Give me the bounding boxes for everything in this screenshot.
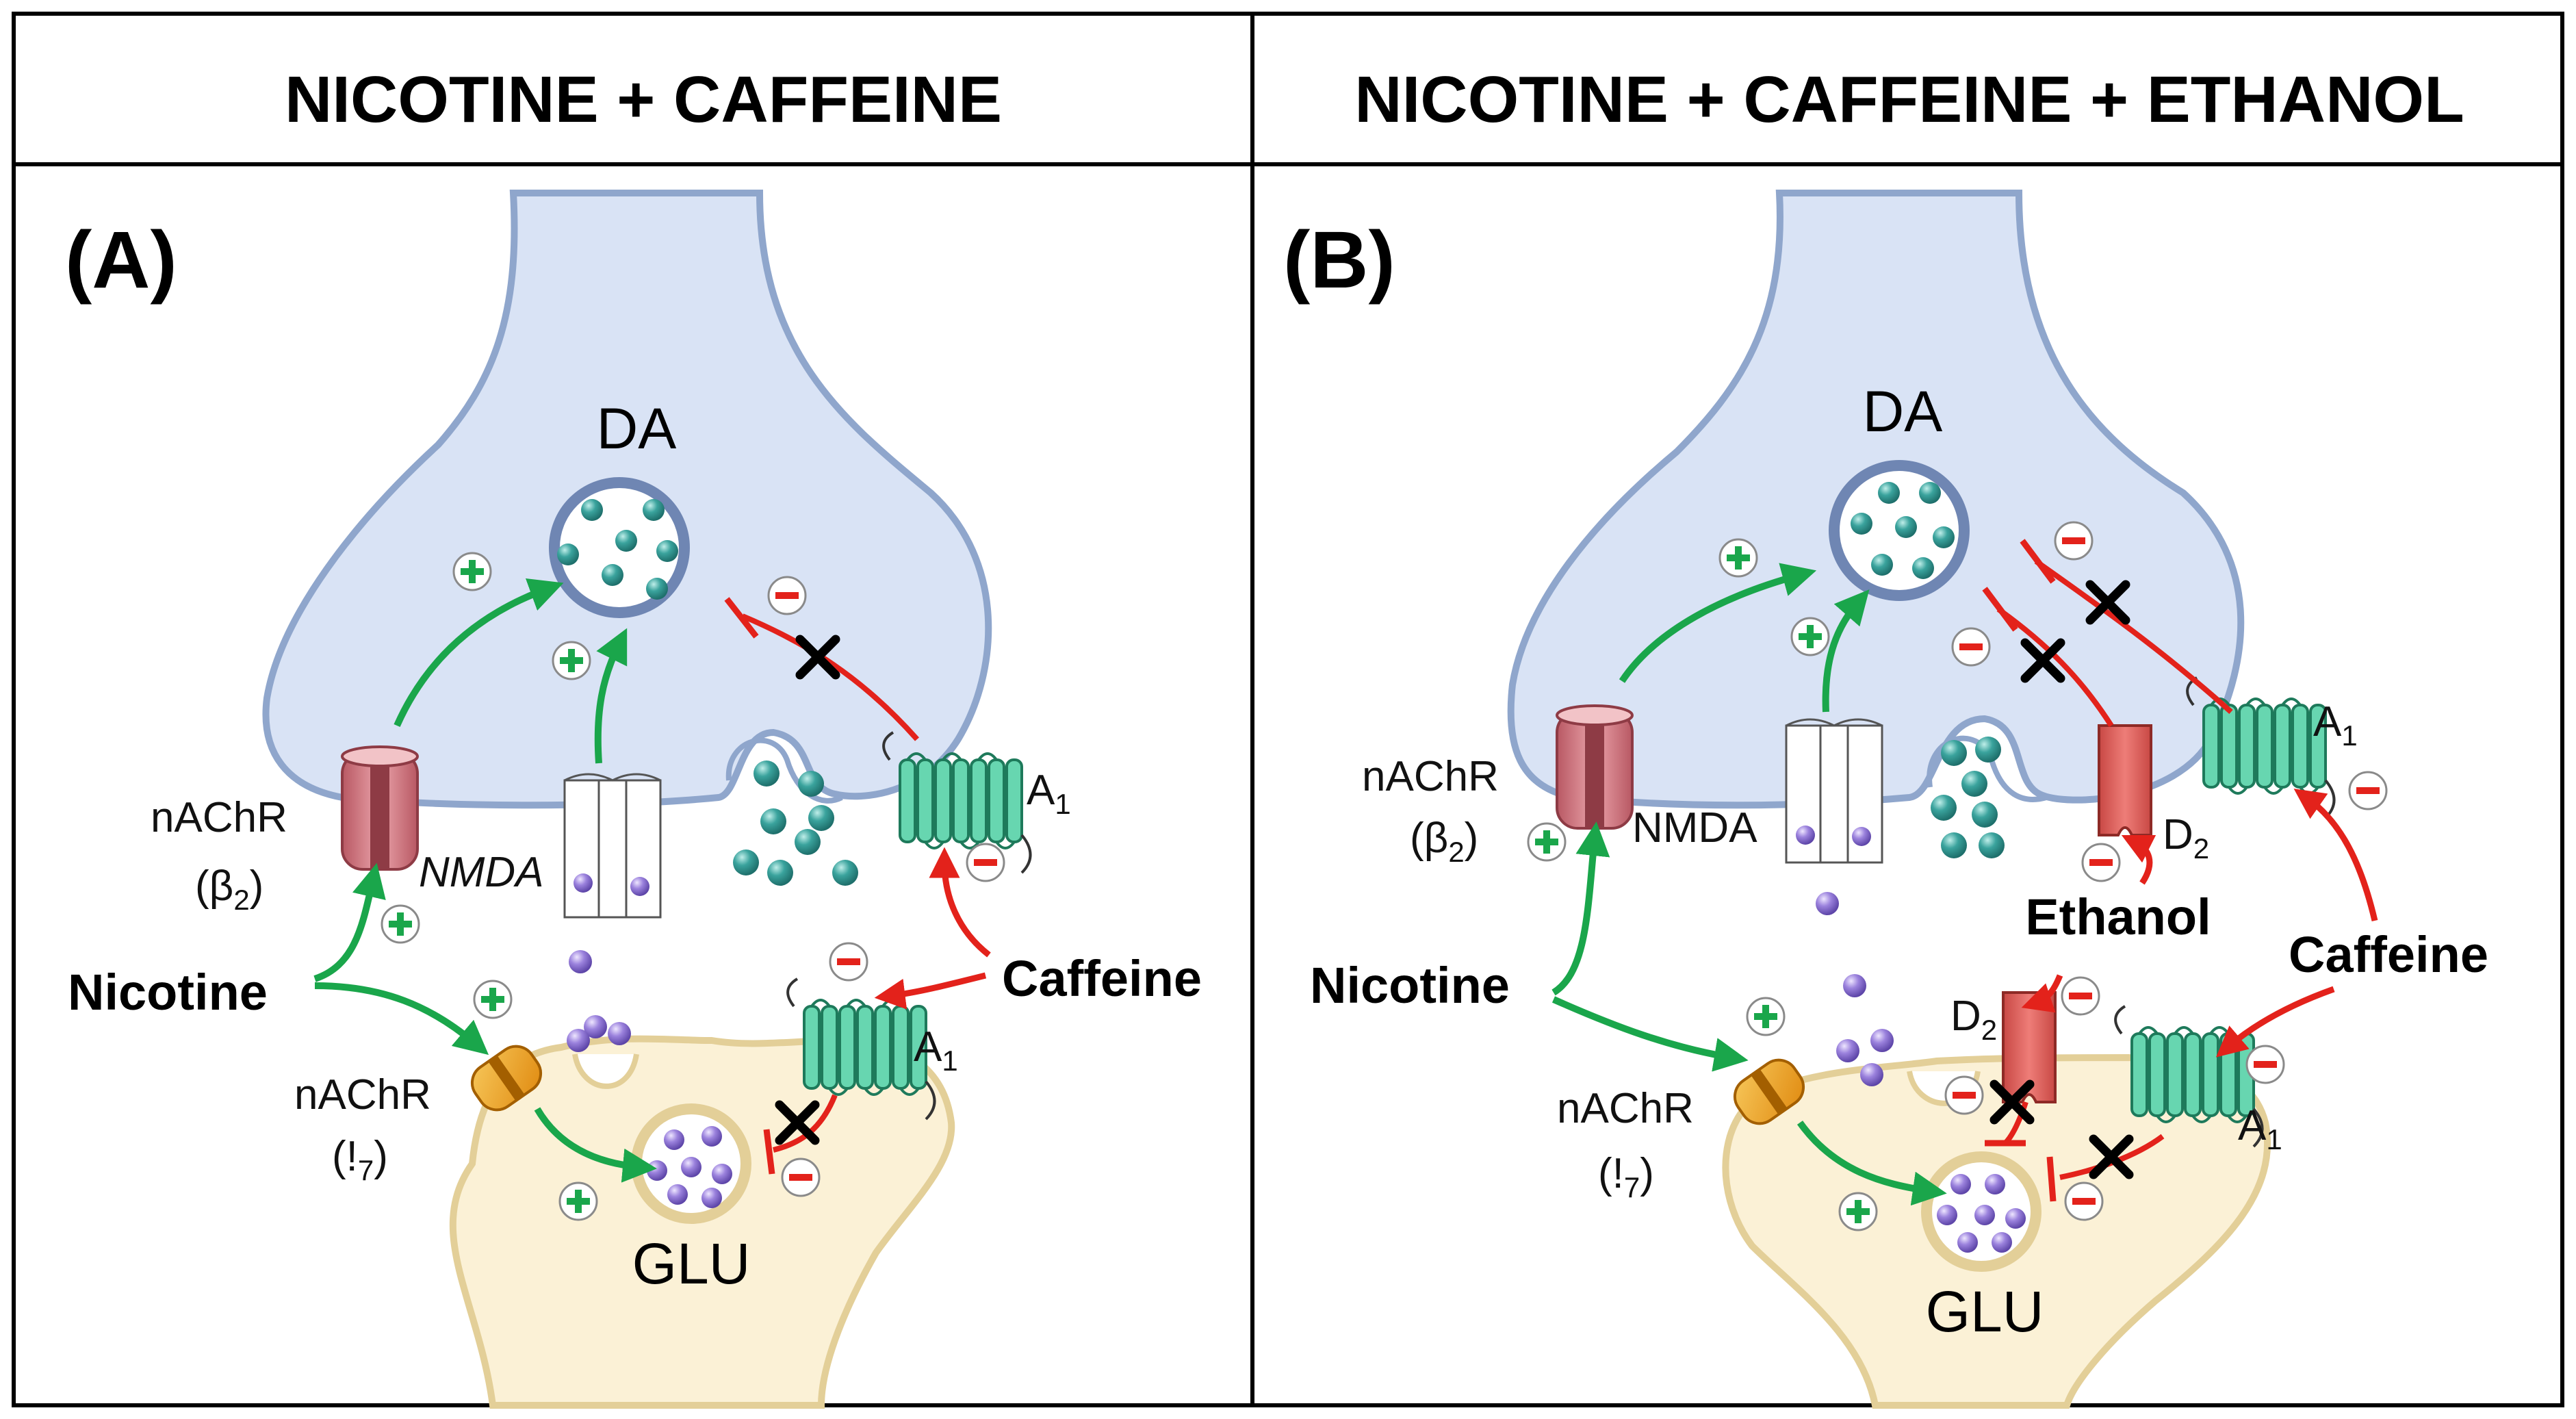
glu-synaptic-dots-b	[1816, 892, 1894, 1086]
nmda-glu-dot-a	[574, 873, 593, 893]
glu-vesicle-dots-a	[647, 1126, 732, 1208]
minus-icon	[966, 843, 1005, 882]
da-release-pocket-a	[725, 737, 843, 804]
nachr-b2-label-a: nAChR	[151, 794, 287, 841]
da-label-a: DA	[597, 396, 677, 461]
caffeine-label-a: Caffeine	[1002, 950, 1202, 1007]
arrow-nicotine-to-nachr-a7-a	[314, 982, 489, 1056]
inhibit-bar-da-a1-b	[2020, 539, 2056, 584]
panel-b-label: (B)	[1283, 215, 1395, 305]
minus-icon	[1951, 627, 1991, 667]
minus-icon	[1944, 1075, 1984, 1115]
inhibit-d2-to-da-b	[1996, 606, 2114, 728]
arrow-nicotine-to-nachr-b2-b	[1551, 821, 1610, 996]
panel-b: (B) DA	[1283, 190, 2488, 1409]
arrow-nmda-to-vesicle-a	[594, 628, 628, 764]
minus-icon	[767, 576, 807, 615]
arrow-nicotine-to-nachr-a7-b	[1551, 996, 1749, 1072]
nicotine-label-a: Nicotine	[68, 964, 268, 1021]
da-label-b: DA	[1863, 379, 1943, 444]
panel-a-label: (A)	[65, 215, 177, 305]
plus-icon	[1746, 997, 1786, 1036]
panel-a: (A) DA	[65, 190, 1202, 1409]
da-synaptic-dots-b	[1931, 737, 2005, 858]
arrow-ethanol-to-d2-bottom-b	[2021, 974, 2063, 1013]
nmda-glu-dot-a	[630, 877, 649, 896]
nicotine-label-b: Nicotine	[1310, 957, 1510, 1014]
a1-top-label-b: A1	[2313, 698, 2358, 752]
da-vesicle-dots-a	[557, 499, 678, 600]
arrow-caffeine-to-a1-top-a	[929, 847, 991, 958]
inhibit-bar-glu-a	[763, 1129, 775, 1175]
plus-icon	[558, 1181, 598, 1221]
plus-icon	[452, 552, 492, 591]
arrow-nicotine-to-nachr-b2-a	[313, 862, 386, 982]
minus-icon	[2245, 1045, 2285, 1084]
minus-icon	[2054, 521, 2094, 561]
plus-icon	[1838, 1192, 1878, 1231]
ethanol-label-b: Ethanol	[2025, 889, 2211, 945]
inhibit-a1-to-da-b	[2034, 559, 2233, 714]
nmda-glu-dot-b	[1852, 827, 1871, 846]
nachr-a7-label-a: nAChR	[294, 1071, 431, 1118]
outer-frame	[12, 12, 2564, 1407]
plus-icon	[1527, 822, 1567, 862]
arrow-nmda-to-vesicle-b	[1822, 589, 1870, 713]
plus-icon	[1718, 538, 1758, 578]
a1-bottom-label-b: A1	[2238, 1102, 2282, 1155]
panel-a-header: NICOTINE + CAFFEINE	[285, 63, 1002, 136]
arrow-ethanol-to-d2-top-b	[2121, 834, 2156, 885]
plus-icon	[381, 904, 420, 944]
nmda-label-b: NMDA	[1632, 804, 1757, 852]
glu-label-a: GLU	[632, 1231, 751, 1296]
glu-synaptic-dots-a	[567, 950, 631, 1052]
arrow-caffeine-to-a1-top-b	[2293, 789, 2378, 922]
arrow-caffeine-to-a1-bottom-a	[874, 972, 987, 1010]
minus-icon	[2081, 843, 2121, 882]
glu-label-b: GLU	[1926, 1279, 2044, 1344]
arrow-nachr-a7-to-glu-vesicle-a	[534, 1107, 657, 1183]
d2-top-label-b: D2	[2163, 811, 2209, 865]
minus-icon	[829, 942, 868, 982]
nachr-b2-receptor-b	[1556, 704, 1634, 830]
nmda-glu-dot-b	[1796, 826, 1815, 845]
nachr-b2-label-b: nAChR	[1362, 753, 1499, 800]
a1-top-label-a: A1	[1027, 767, 1071, 820]
nmda-label-a: NMDA	[419, 849, 544, 896]
inhibit-a1-to-da-a	[741, 613, 919, 741]
nachr-b2-subunit-b: (β2)	[1410, 815, 1478, 868]
plus-icon	[552, 641, 591, 680]
inhibit-bar-da-a	[724, 597, 759, 639]
plus-icon	[473, 980, 513, 1019]
arrow-caffeine-to-a1-bottom-b	[2215, 986, 2335, 1058]
plus-icon	[1790, 617, 1830, 656]
nachr-b2-subunit-a: (β2)	[195, 862, 263, 916]
minus-icon	[2064, 1181, 2104, 1221]
d2-bottom-label-b: D2	[1950, 993, 1997, 1046]
inhibit-bar-da-d2-b	[1982, 587, 2018, 632]
nachr-b2-receptor-a	[341, 745, 419, 871]
arrow-nachr-to-vesicle-b	[1619, 563, 1817, 683]
a1-bottom-label-a: A1	[914, 1023, 958, 1077]
panel-b-header: NICOTINE + CAFFEINE + ETHANOL	[1354, 63, 2464, 136]
minus-icon	[2061, 976, 2100, 1016]
nachr-a7-label-b: nAChR	[1557, 1085, 1694, 1132]
nachr-a7-subunit-a: (!7)	[332, 1133, 388, 1186]
da-synaptic-dots-a	[733, 760, 858, 886]
nachr-a7-subunit-b: (!7)	[1598, 1150, 1654, 1203]
glu-release-notch-a	[572, 1053, 639, 1089]
nmda-receptor-a	[563, 773, 662, 919]
da-vesicle-dots-b	[1851, 482, 1955, 579]
d2-receptor-top-b	[2098, 724, 2152, 836]
inhibit-bar-glu-a1-b	[2046, 1156, 2057, 1202]
arrow-nachr-to-vesicle-a	[394, 578, 564, 728]
minus-icon	[781, 1158, 821, 1197]
minus-icon	[2348, 771, 2388, 810]
glu-vesicle-dots-b	[1937, 1174, 2026, 1253]
caffeine-label-b: Caffeine	[2289, 926, 2488, 983]
arrow-nachr-a7-to-glu-vesicle-b	[1796, 1121, 1947, 1206]
